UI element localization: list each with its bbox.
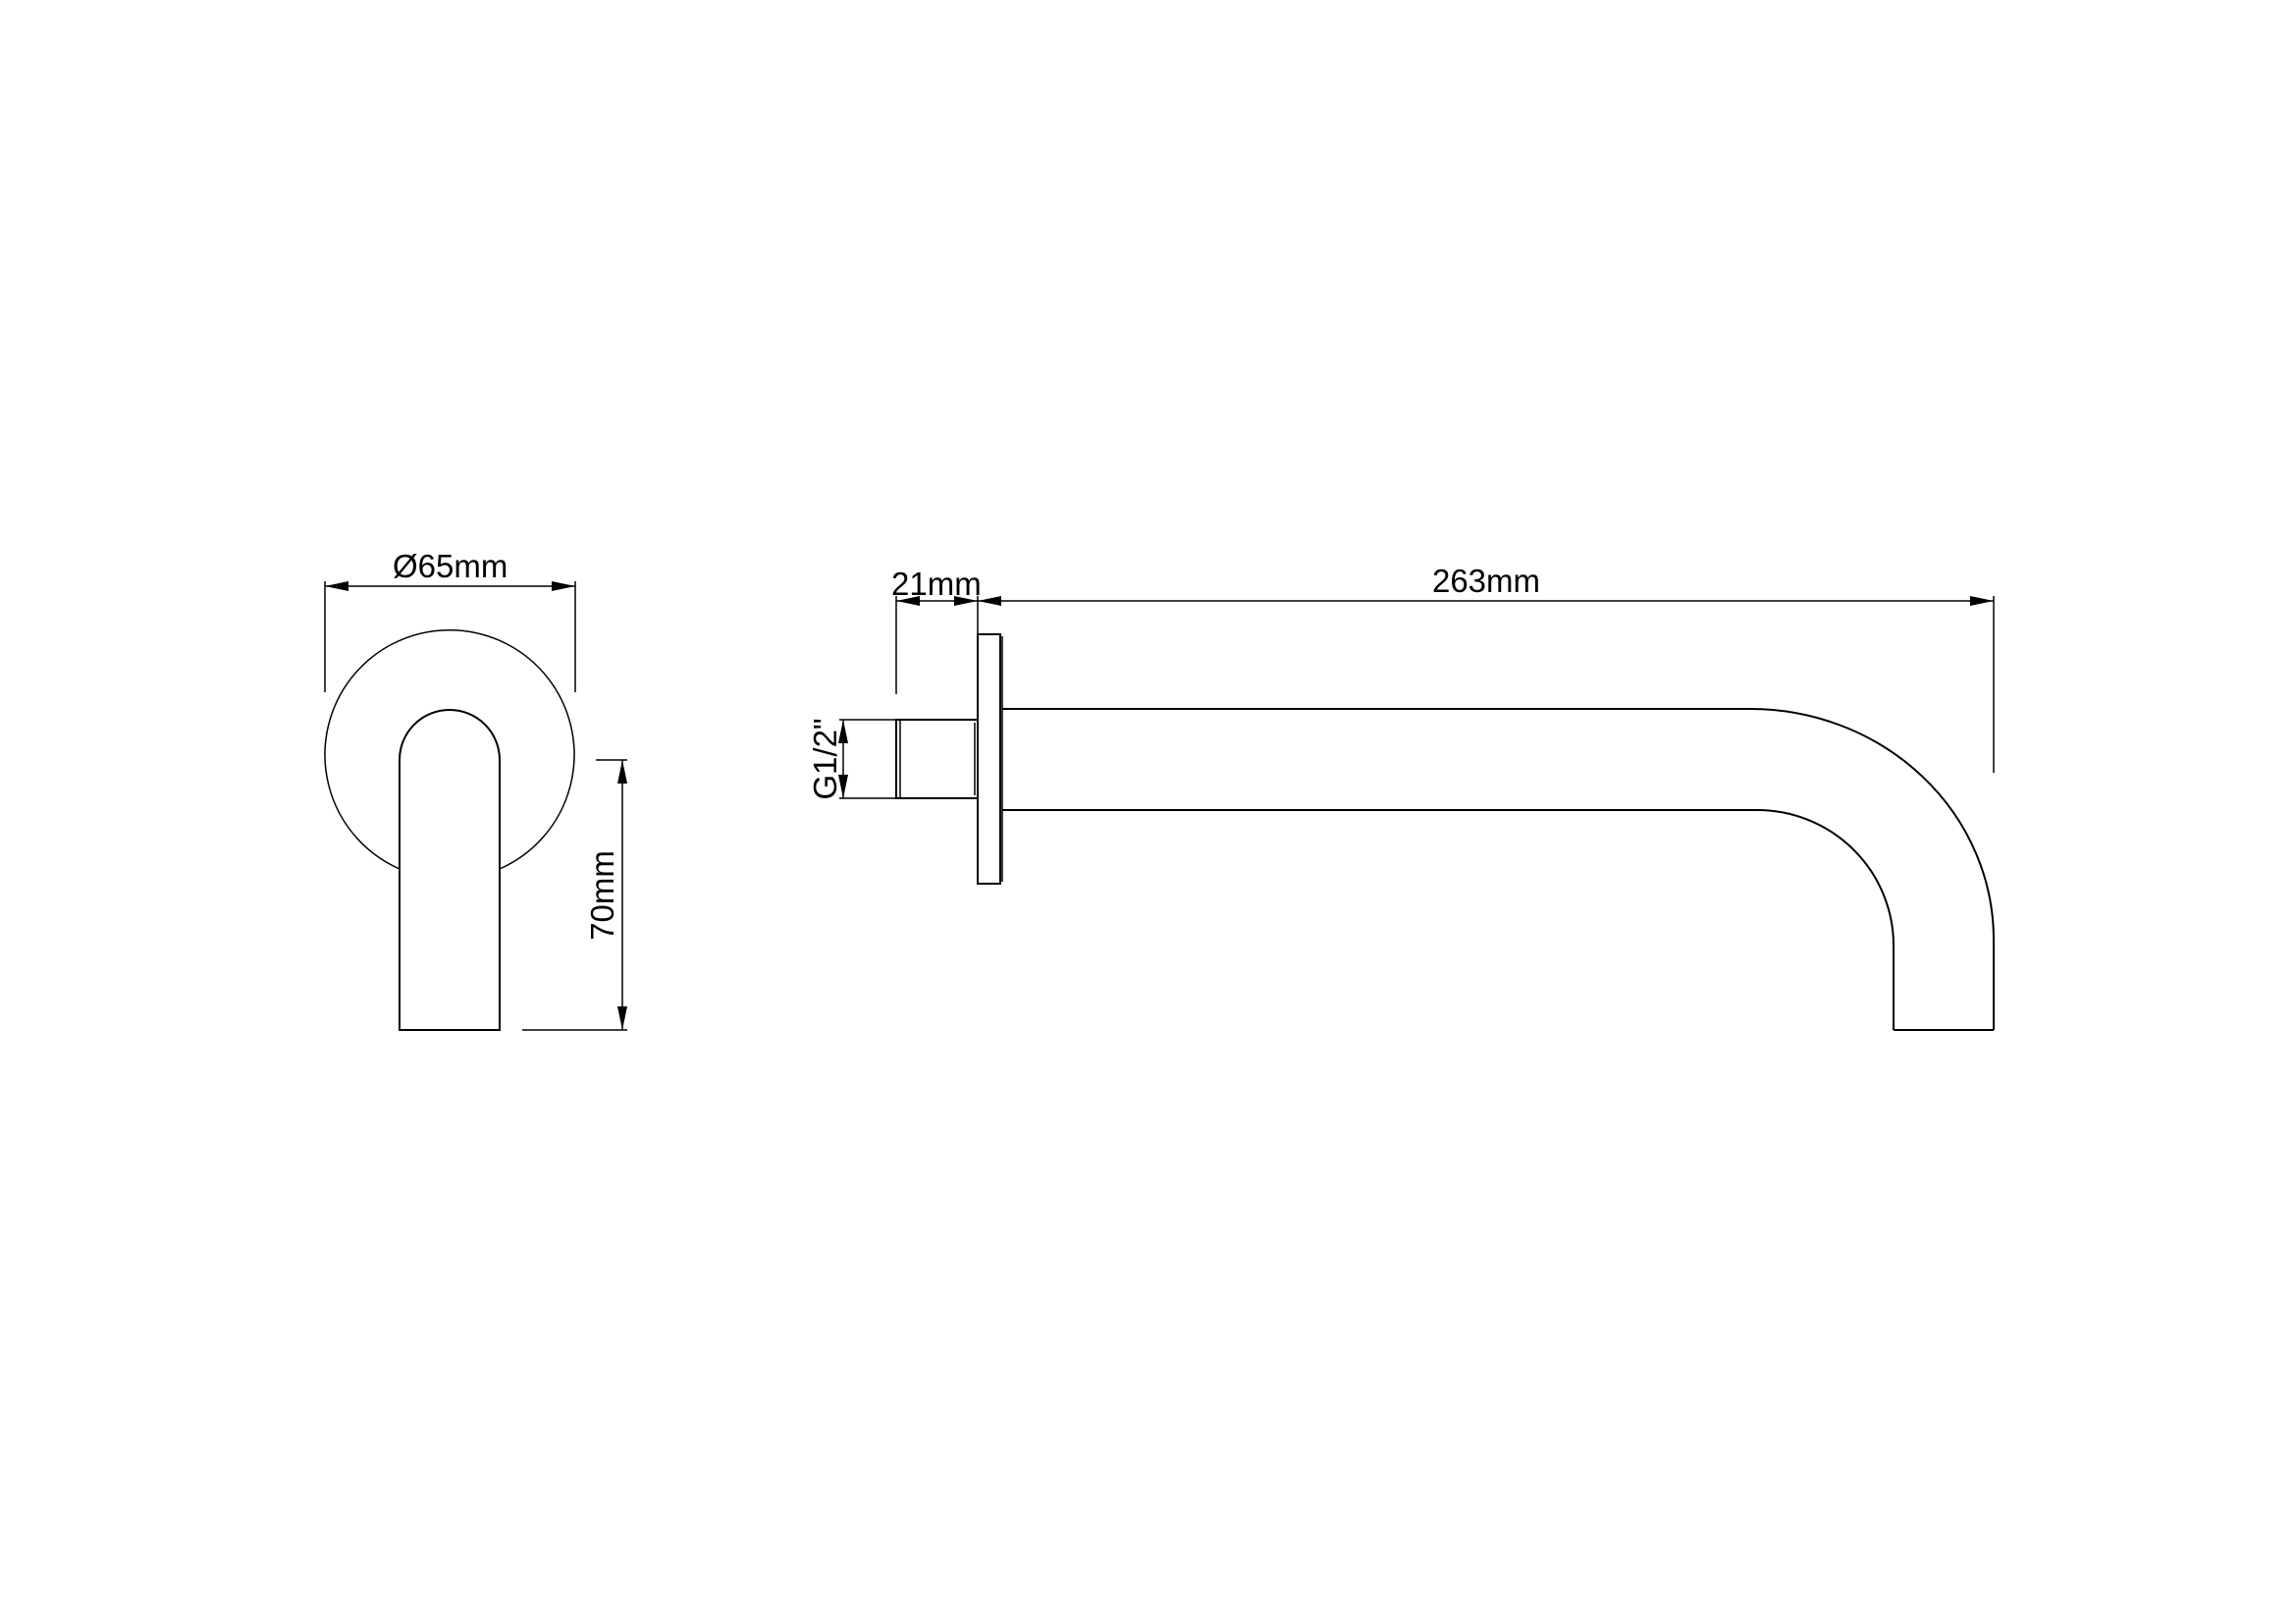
thread-size-dimension: G1/2" [807, 718, 896, 800]
side-view: 21mm 263mm G1/2" [807, 563, 1995, 1031]
spout-front-profile [399, 709, 501, 1031]
spout-inner-edge [1002, 809, 1895, 1030]
threaded-fitting [895, 719, 979, 799]
diameter-dimension: Ø65mm [324, 548, 576, 692]
projection-label: 263mm [1432, 563, 1540, 599]
height-label: 70mm [584, 850, 620, 941]
wall-plate [977, 633, 1001, 885]
spout-outer-edge [1002, 708, 1995, 1030]
projection-dimension: 263mm [978, 563, 1995, 773]
thread-size-label: G1/2" [807, 718, 843, 799]
diameter-label: Ø65mm [393, 548, 507, 584]
height-dimension: 70mm [522, 759, 627, 1031]
thread-depth-label: 21mm [891, 566, 982, 602]
front-view: Ø65mm 70mm [324, 548, 627, 1031]
wall-flange-circle [324, 628, 575, 870]
thread-depth-dimension: 21mm [891, 566, 982, 694]
